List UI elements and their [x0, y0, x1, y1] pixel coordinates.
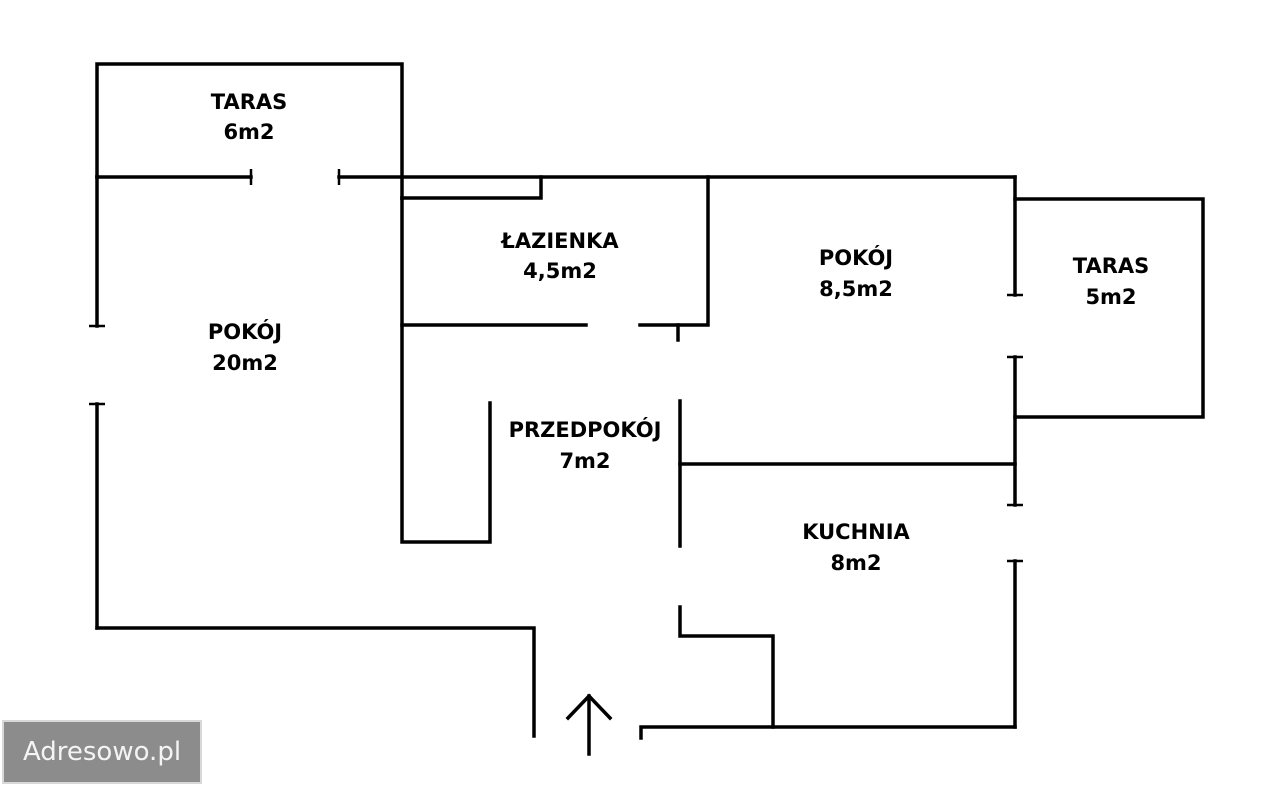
room-area-room-20: 20m2 — [212, 351, 278, 375]
room-name-room-8-5: POKÓJ — [819, 245, 893, 270]
wall-terrace-right — [1013, 197, 1205, 419]
entrance-arrow-icon — [565, 693, 613, 756]
room-area-terrace-5: 5m2 — [1085, 285, 1136, 309]
room-area-kitchen: 8m2 — [830, 551, 881, 575]
room-labels: TARAS 6m2 ŁAZIENKA 4,5m2 POKÓJ 8,5m2 TAR… — [208, 90, 1149, 575]
room-name-hallway: PRZEDPOKÓJ — [509, 417, 662, 442]
wall-closet — [400, 196, 492, 544]
wall-room-bottom — [95, 626, 536, 738]
watermark-badge: Adresowo.pl — [2, 720, 202, 784]
room-area-room-8-5: 8,5m2 — [819, 277, 893, 301]
wall-bottom-right — [639, 725, 1017, 740]
room-area-hallway: 7m2 — [559, 449, 610, 473]
watermark-text: Adresowo.pl — [22, 737, 182, 767]
window-ticks — [89, 169, 1023, 563]
wall-bathroom-top — [400, 175, 543, 200]
room-name-terrace-5: TARAS — [1073, 254, 1150, 278]
wall-bathroom-bottom-right — [638, 175, 710, 327]
room-name-room-20: POKÓJ — [208, 319, 282, 344]
room-name-kitchen: KUCHNIA — [802, 520, 910, 544]
wall-hall-right-lower — [678, 605, 775, 729]
room-area-terrace-6: 6m2 — [223, 120, 274, 144]
room-area-bathroom: 4,5m2 — [523, 259, 597, 283]
room-name-terrace-6: TARAS — [211, 90, 288, 114]
room-name-bathroom: ŁAZIENKA — [500, 229, 619, 253]
wall-terrace-left — [95, 62, 404, 200]
walls — [95, 62, 1205, 740]
